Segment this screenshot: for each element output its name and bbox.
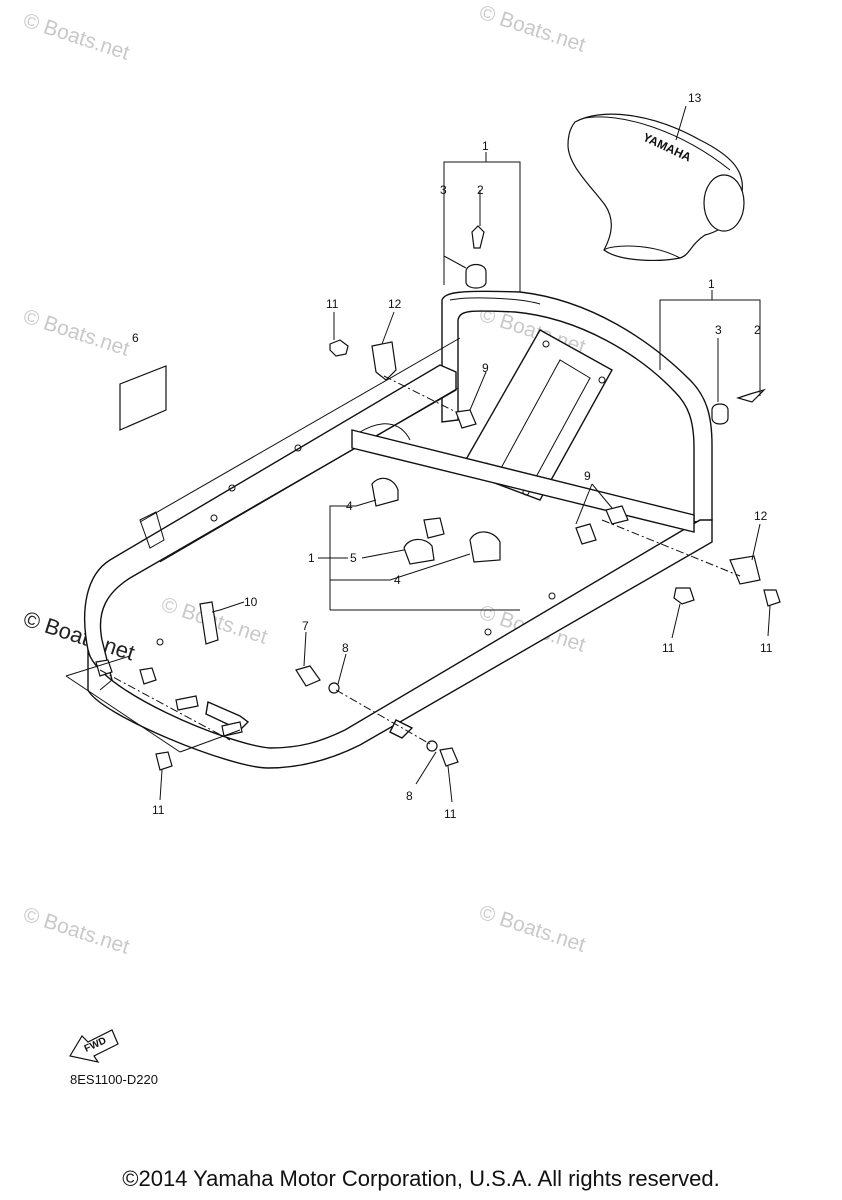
callout-labels: 13 1 2 3 11 12 6 9 1 3 2 4 1 5 4 9 12 10…: [132, 91, 773, 821]
callout-6: 6: [132, 331, 139, 345]
watermark-prominent: © Boats.net: [20, 606, 137, 665]
callout-13: 13: [688, 91, 702, 105]
watermark: © Boats.net: [20, 9, 132, 65]
callout-9: 9: [482, 361, 489, 375]
guide-lines: [99, 375, 741, 745]
callout-10: 10: [244, 595, 258, 609]
main-frame: [83, 337, 713, 769]
callout-3: 3: [440, 183, 447, 197]
callout-12: 12: [754, 509, 768, 523]
diagram-code: 8ES1100-D220: [70, 1072, 158, 1087]
callout-2: 2: [754, 323, 761, 337]
callout-4: 4: [346, 499, 353, 513]
callout-9: 9: [584, 469, 591, 483]
callout-8: 8: [342, 641, 349, 655]
clamps: [371, 477, 501, 565]
watermark: © Boats.net: [476, 901, 588, 957]
fasteners: [95, 225, 781, 771]
copyright-footer: ©2014 Yamaha Motor Corporation, U.S.A. A…: [122, 1166, 720, 1191]
callout-2: 2: [477, 183, 484, 197]
leader-lines: [65, 105, 771, 803]
watermark: © Boats.net: [476, 1, 588, 57]
callout-1: 1: [482, 139, 489, 153]
callout-11: 11: [760, 641, 773, 655]
callout-11: 11: [444, 807, 457, 821]
watermark: © Boats.net: [20, 903, 132, 959]
forward-arrow-icon: FWD: [69, 1029, 119, 1063]
callout-4: 4: [394, 573, 401, 587]
callout-11: 11: [662, 641, 675, 655]
callout-11: 11: [326, 297, 339, 311]
callout-3: 3: [715, 323, 722, 337]
callout-8: 8: [406, 789, 413, 803]
callout-1: 1: [708, 277, 715, 291]
callout-12: 12: [388, 297, 402, 311]
callout-11: 11: [152, 803, 165, 817]
callout-7: 7: [302, 619, 309, 633]
cover-part: YAMAHA: [567, 113, 745, 261]
callout-5: 5: [350, 551, 357, 565]
decal-part: [119, 365, 167, 431]
callout-1: 1: [308, 551, 315, 565]
watermark: © Boats.net: [20, 305, 132, 361]
